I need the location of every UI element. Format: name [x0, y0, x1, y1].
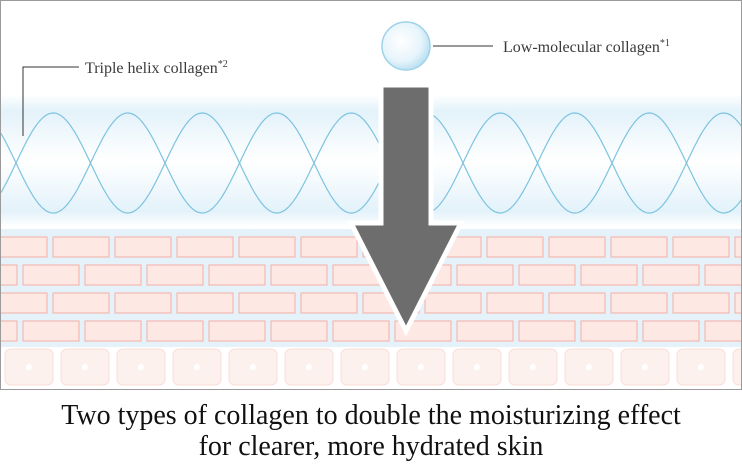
- skin-brick: [52, 236, 110, 258]
- skin-brick: [580, 264, 638, 286]
- low-molecular-label: Low-molecular collagen*1: [503, 39, 670, 56]
- skin-brick: [1, 292, 48, 314]
- skin-brick: [486, 236, 544, 258]
- skin-brick: [704, 264, 741, 286]
- skin-brick: [176, 236, 234, 258]
- skin-brick: [238, 292, 296, 314]
- skin-brick: [580, 320, 638, 342]
- skin-brick: [518, 320, 576, 342]
- low-molecular-bubble-icon: [381, 21, 431, 71]
- cell-nucleus: [250, 364, 256, 370]
- cell-nucleus: [362, 364, 368, 370]
- skin-brick: [672, 292, 730, 314]
- helix-band: [1, 95, 741, 227]
- skin-cell-bricks: [1, 236, 741, 342]
- cell-nucleus: [306, 364, 312, 370]
- helix-strand: [1, 112, 741, 214]
- skin-brick: [548, 292, 606, 314]
- skin-brick: [1, 236, 48, 258]
- skin-brick: [456, 264, 514, 286]
- cell-nucleus: [698, 364, 704, 370]
- cell-nucleus: [138, 364, 144, 370]
- skin-brick: [486, 292, 544, 314]
- skin-brick: [238, 236, 296, 258]
- skin-brick: [424, 292, 482, 314]
- skin-brick: [270, 264, 328, 286]
- skin-brick: [300, 236, 358, 258]
- skin-brick: [610, 292, 668, 314]
- skin-brick: [610, 236, 668, 258]
- cell-nucleus: [530, 364, 536, 370]
- caption-line-1: Two types of collagen to double the mois…: [61, 400, 681, 431]
- skin-brick: [332, 320, 390, 342]
- skin-brick: [1, 264, 18, 286]
- skin-brick: [22, 320, 80, 342]
- triple-helix-footnote-mark: *2: [217, 59, 228, 70]
- helix-strand: [1, 112, 741, 214]
- basal-cell: [732, 348, 741, 386]
- triple-helix-label: Triple helix collagen*2: [85, 60, 228, 77]
- skin-brick: [704, 320, 741, 342]
- skin-brick: [176, 292, 234, 314]
- triple-helix-label-text: Triple helix collagen: [85, 60, 218, 77]
- skin-brick: [300, 292, 358, 314]
- skin-brick: [208, 264, 266, 286]
- diagram-graphic: [1, 21, 741, 386]
- skin-brick: [518, 264, 576, 286]
- skin-brick: [1, 320, 18, 342]
- collagen-diagram: Triple helix collagen*2 Low-molecular co…: [0, 0, 742, 390]
- cell-nucleus: [586, 364, 592, 370]
- skin-brick: [146, 320, 204, 342]
- cell-nucleus: [194, 364, 200, 370]
- skin-brick: [84, 264, 142, 286]
- penetration-arrow-icon: [346, 82, 466, 337]
- cell-nucleus: [418, 364, 424, 370]
- cell-nucleus: [642, 364, 648, 370]
- skin-brick: [84, 320, 142, 342]
- caption-line-2: for clearer, more hydrated skin: [198, 431, 544, 462]
- cell-nucleus: [82, 364, 88, 370]
- skin-brick: [642, 320, 700, 342]
- skin-brick: [52, 292, 110, 314]
- skin-brick: [270, 320, 328, 342]
- triple-helix-leader-line: [22, 66, 79, 136]
- basal-cell-row: [4, 348, 741, 386]
- low-molecular-label-text: Low-molecular collagen: [503, 39, 660, 56]
- skin-brick: [548, 236, 606, 258]
- skin-brick: [672, 236, 730, 258]
- cell-nucleus: [26, 364, 32, 370]
- low-molecular-footnote-mark: *1: [659, 38, 670, 49]
- caption: Two types of collagen to double the mois…: [0, 400, 742, 462]
- cell-nucleus: [474, 364, 480, 370]
- triple-helix-strands: [1, 112, 741, 214]
- skin-brick: [734, 292, 741, 314]
- skin-brick: [208, 320, 266, 342]
- skin-brick: [114, 236, 172, 258]
- skin-brick: [642, 264, 700, 286]
- skin-brick: [22, 264, 80, 286]
- skin-brick: [146, 264, 204, 286]
- skin-brick: [456, 320, 514, 342]
- skin-brick: [114, 292, 172, 314]
- skin-brick: [734, 236, 741, 258]
